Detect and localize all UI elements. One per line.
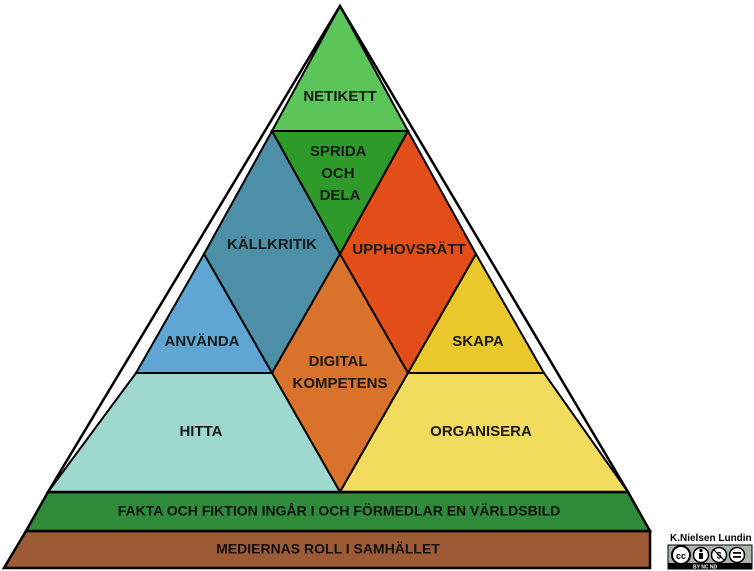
label-upphovsratt: UPPHOVSRÄTT [352, 241, 465, 258]
label-organisera: ORGANISERA [430, 423, 532, 440]
label-medier-band: MEDIERNAS ROLL I SAMHÄLLET [216, 541, 440, 557]
label-sprida-och-dela: SPRIDA OCH DELA [310, 143, 370, 204]
label-netikett: NETIKETT [303, 88, 376, 105]
label-skapa: SKAPA [452, 333, 504, 350]
label-sprida-line3: DELA [320, 187, 361, 204]
label-hitta: HITTA [179, 423, 222, 440]
label-sprida-line1: SPRIDA [310, 143, 367, 160]
segment-netikett [270, 3, 410, 132]
credit-author: K.Nielsen Lundin [670, 533, 752, 544]
cc-icon: cc [671, 545, 691, 565]
pyramid-outline [45, 3, 631, 494]
label-digital-line1: DIGITAL [309, 353, 368, 370]
by-attribution-icon [692, 546, 710, 564]
svg-text:cc: cc [676, 551, 686, 561]
label-fakta-band: FAKTA OCH FIKTION INGÅR I OCH FÖRMEDLAR … [118, 503, 561, 519]
label-kallkritik: KÄLLKRITIK [227, 236, 317, 253]
label-digital-line2: KOMPETENS [292, 375, 387, 392]
cc-license-text: BY NC ND [693, 565, 717, 571]
cc-license-badge[interactable]: cc $ BY NC ND [667, 544, 753, 571]
label-digital-kompetens: DIGITAL KOMPETENS [292, 353, 387, 392]
label-anvanda: ANVÄNDA [165, 333, 240, 350]
label-sprida-line2: OCH [321, 165, 354, 182]
no-derivatives-icon [728, 546, 746, 564]
non-commercial-icon: $ [710, 546, 728, 564]
